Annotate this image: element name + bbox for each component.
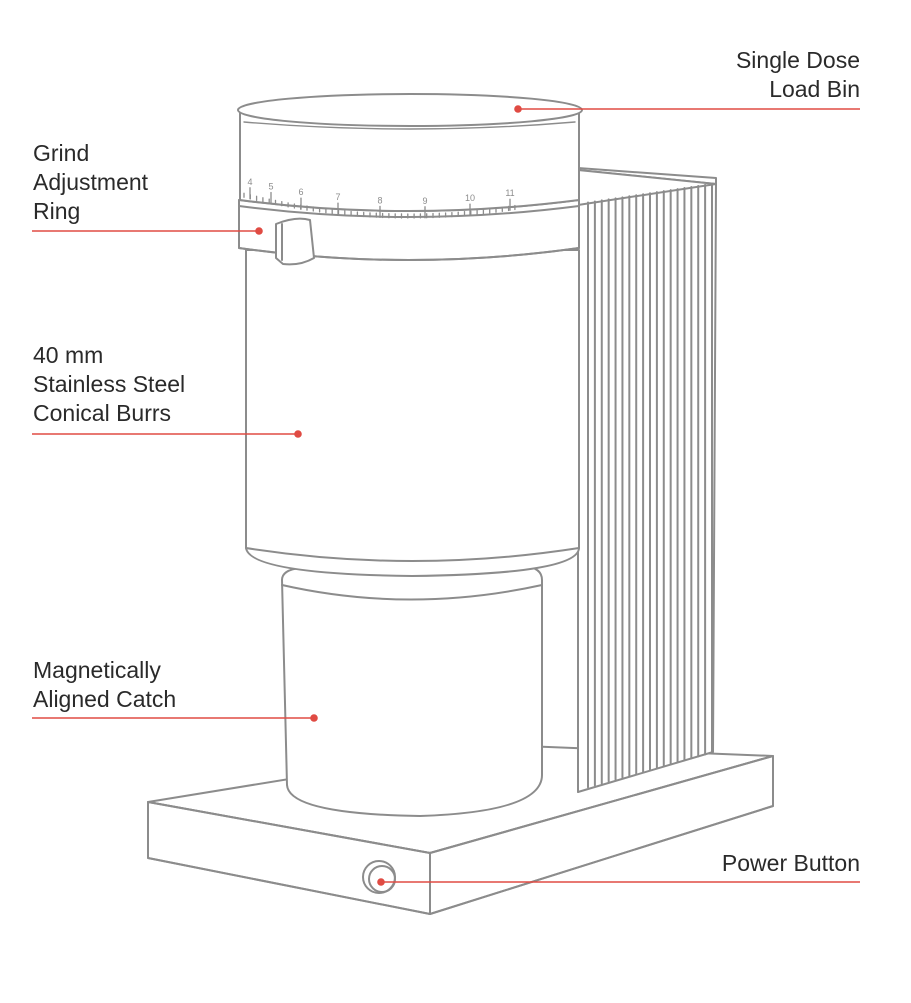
catch-cup	[281, 565, 543, 817]
label-load-bin: Single Dose Load Bin	[736, 46, 860, 104]
label-grind-ring-line-1: Grind	[33, 140, 90, 166]
power-button[interactable]	[362, 860, 396, 894]
label-burrs-line-2: Stainless Steel	[33, 371, 186, 397]
label-burrs-line-1: 40 mm	[33, 342, 104, 368]
label-catch: Magnetically Aligned Catch	[33, 656, 176, 714]
leader-burrs	[32, 430, 302, 438]
dial-tick-label: 6	[298, 187, 303, 197]
leader-load-bin	[514, 105, 860, 113]
burr-housing	[245, 249, 580, 577]
label-load-bin-line-1: Single Dose	[735, 47, 860, 73]
label-grind-ring-line-3: Ring	[33, 198, 81, 224]
label-catch-line-1: Magnetically	[33, 657, 161, 683]
dial-tick-label: 7	[335, 192, 340, 202]
dial-tick-label: 4	[247, 177, 252, 187]
label-load-bin-line-2: Load Bin	[769, 76, 860, 102]
dial-tick-label: 5	[268, 182, 273, 192]
leader-catch	[32, 714, 318, 722]
leader-grind-ring	[32, 227, 263, 235]
dial-tick-label: 11	[505, 188, 514, 198]
load-bin: 4 5 6 7 8 9 10 11	[237, 93, 583, 219]
label-grind-ring: Grind Adjustment Ring	[33, 139, 148, 226]
label-burrs: 40 mm Stainless Steel Conical Burrs	[33, 341, 185, 428]
label-power: Power Button	[722, 849, 860, 878]
dial-tick-label: 10	[465, 193, 475, 203]
label-grind-ring-line-2: Adjustment	[33, 169, 149, 195]
dial-tick-label: 9	[422, 196, 427, 206]
label-catch-line-2: Aligned Catch	[33, 686, 177, 712]
label-power-line-1: Power Button	[721, 850, 860, 876]
dial-tick-label: 8	[377, 195, 382, 205]
grind-adjustment-ring	[238, 199, 580, 266]
leader-power	[377, 878, 860, 886]
label-burrs-line-3: Conical Burrs	[33, 400, 172, 426]
ribbed-column	[577, 167, 717, 793]
